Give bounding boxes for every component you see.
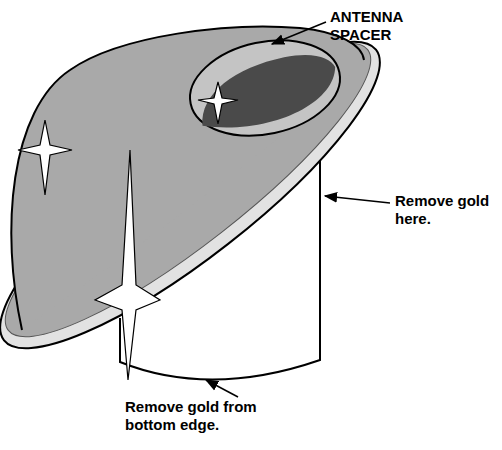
part-name: ANTENNA SPACER [330, 8, 425, 44]
instruction-note: Remove gold here. [395, 192, 495, 228]
leader-line [325, 196, 390, 203]
leader-line [272, 22, 326, 44]
spacer-cap-outline [11, 27, 364, 330]
spacer-hole [181, 27, 349, 149]
hole-shadow [192, 47, 343, 136]
sparkles [18, 82, 238, 380]
spacer-rim [0, 1, 414, 389]
spacer-cap [11, 27, 362, 330]
leader-line [206, 380, 238, 397]
instruction-note: Remove gold from bottom edge. [125, 398, 285, 434]
spacer-rim-inner [0, 7, 401, 373]
